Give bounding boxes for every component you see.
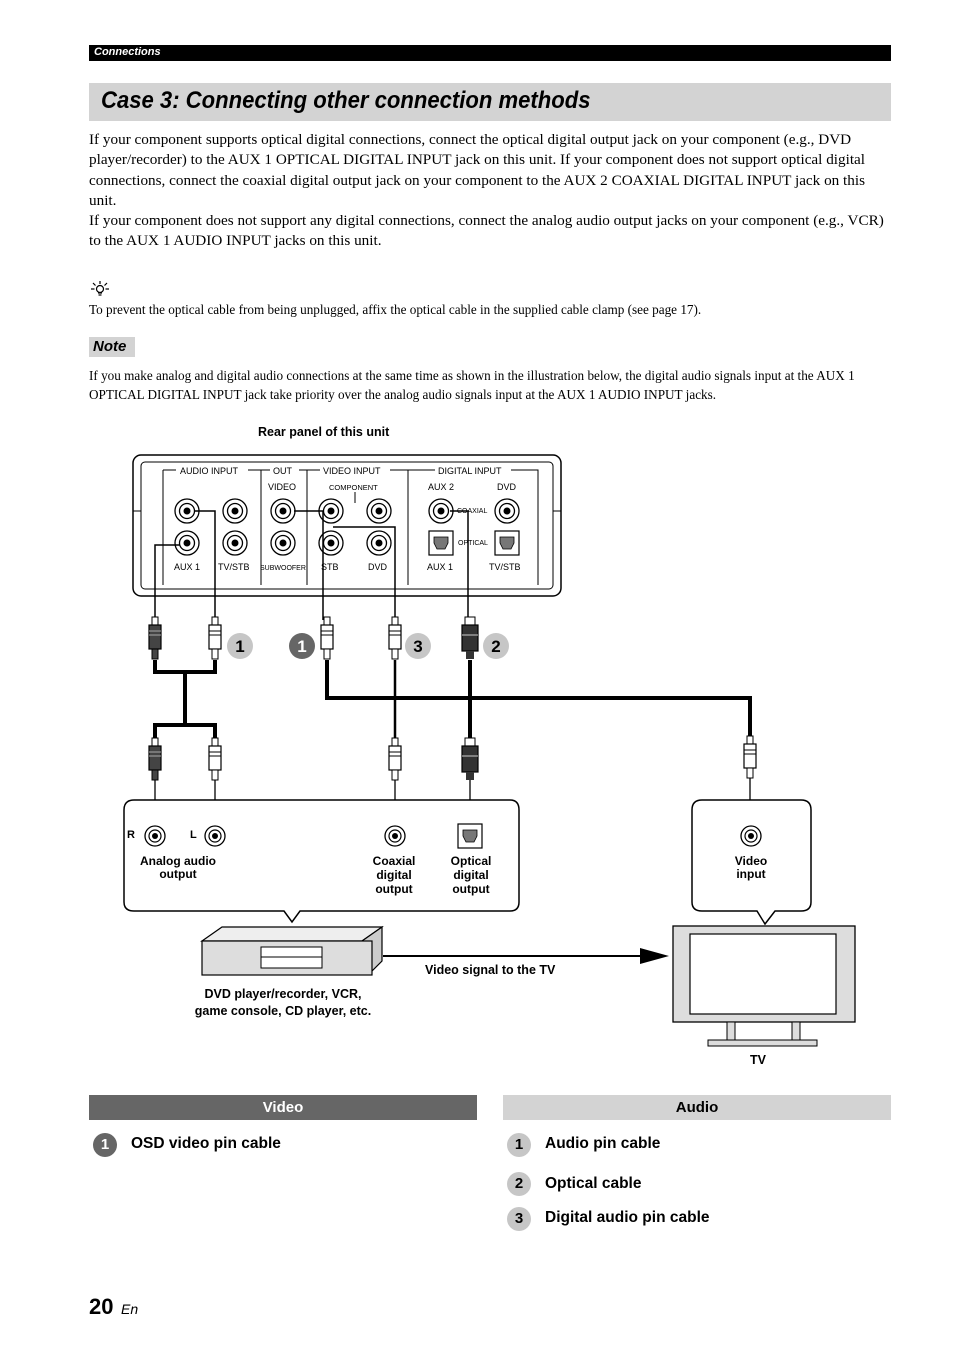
audio-item-2-number: 2 <box>507 1172 531 1196</box>
audio-plug-r-top <box>148 616 162 660</box>
intro-text: If your component supports optical digit… <box>89 130 895 252</box>
coaxial-plug-bottom <box>388 737 402 781</box>
source-caption-line-1: DVD player/recorder, VCR, <box>204 987 361 1001</box>
source-r-label: R <box>127 829 135 841</box>
jack-subwoofer <box>270 530 296 556</box>
panel-aux1-label: AUX 1 <box>174 562 200 572</box>
panel-component-label: COMPONENT <box>329 483 378 492</box>
panel-out-label: OUT <box>273 466 293 476</box>
panel-coaxial-label: COAXIAL <box>457 508 487 515</box>
panel-dvd-top-label: DVD <box>497 482 517 492</box>
source-analog-r-jack <box>144 825 166 847</box>
jack-optical-tvstb <box>494 530 520 556</box>
rear-panel: AUDIO INPUT OUT VIDEO VIDEO INPUT COMPON… <box>132 454 562 597</box>
audio-plug-l-bottom <box>208 737 222 781</box>
panel-connection-lines <box>154 510 469 620</box>
audio-plug-l-top <box>208 616 222 660</box>
panel-video-label: VIDEO <box>268 482 296 492</box>
tv-video-label-1: Video <box>735 854 767 868</box>
cables <box>153 660 752 740</box>
panel-audio-input-label: AUDIO INPUT <box>180 466 239 476</box>
source-caption-line-2: game console, CD player, etc. <box>195 1004 371 1018</box>
page-number: 20 <box>89 1294 114 1319</box>
panel-digital-input-label: DIGITAL INPUT <box>438 466 502 476</box>
cable-num-optical: 2 <box>491 637 500 656</box>
audio-item-3-number: 3 <box>507 1207 531 1231</box>
page-title: Case 3: Connecting other connection meth… <box>101 87 591 114</box>
jack-video-out <box>270 498 296 524</box>
source-optical-label-1: Optical <box>451 854 492 868</box>
note-text: If you make analog and digital audio con… <box>89 368 855 402</box>
panel-tvstb-label: TV/STB <box>218 562 250 572</box>
video-plug-top <box>320 616 334 660</box>
panel-optical-label: OPTICAL <box>458 540 488 547</box>
source-analog-label-1: Analog audio <box>140 854 216 868</box>
lightbulb-icon <box>91 281 109 296</box>
audio-item-1-number: 1 <box>507 1133 531 1157</box>
video-section-header: Video <box>89 1095 477 1120</box>
panel-tvstb-digital-label: TV/STB <box>489 562 521 572</box>
page-language: En <box>121 1301 139 1317</box>
page-title-box: Case 3: Connecting other connection meth… <box>89 83 891 121</box>
jack-audio-aux1 <box>174 530 200 556</box>
source-device <box>200 925 384 976</box>
video-signal-label: Video signal to the TV <box>425 963 556 977</box>
tv-video-label-2: input <box>736 867 765 881</box>
section-header-bar: Connections <box>89 45 891 61</box>
jack-audio-tvstb <box>222 530 248 556</box>
audio-section-header: Audio <box>503 1095 891 1120</box>
source-coaxial-label-2: digital <box>376 868 411 882</box>
source-analog-label-2: output <box>159 867 196 881</box>
jack-optical-aux1 <box>428 530 454 556</box>
source-analog-l-jack <box>204 825 226 847</box>
jack-coaxial-dvd <box>494 498 520 524</box>
cable-number-badges: 1 1 3 2 <box>227 633 509 659</box>
tip-text: To prevent the optical cable from being … <box>89 302 702 317</box>
panel-aux1-digital-label: AUX 1 <box>427 562 453 572</box>
audio-plug-r-bottom <box>148 737 162 781</box>
jack-video-dvd <box>366 530 392 556</box>
jack-coaxial-aux2 <box>428 498 454 524</box>
panel-subwoofer-label: SUBWOOFER <box>260 565 306 572</box>
cable-num-coaxial: 3 <box>413 637 422 656</box>
panel-stb-label: STB <box>321 562 339 572</box>
source-coaxial-label-1: Coaxial <box>373 854 416 868</box>
tv-video-input-jack <box>740 825 762 847</box>
panel-video-input-label: VIDEO INPUT <box>323 466 381 476</box>
source-coaxial-label-3: output <box>375 882 412 896</box>
source-optical-label-2: digital <box>453 868 488 882</box>
audio-item-1-label: Audio pin cable <box>545 1135 661 1152</box>
audio-item-2-label: Optical cable <box>545 1175 642 1192</box>
video-item-1-number: 1 <box>93 1133 117 1157</box>
optical-plug-top <box>461 616 479 660</box>
source-jacks-bubble: R L Analog audio output Coaxial digital … <box>123 799 520 924</box>
intro-paragraph-2: If your component does not support any d… <box>89 212 884 250</box>
video-item-1-label: OSD video pin cable <box>131 1135 281 1152</box>
note-label: Note <box>93 338 127 355</box>
panel-dvd-label: DVD <box>368 562 388 572</box>
panel-aux2-label: AUX 2 <box>428 482 454 492</box>
video-plug-bottom <box>743 735 757 779</box>
source-optical-jack <box>457 823 483 849</box>
cable-num-audio: 1 <box>235 637 244 656</box>
optical-plug-bottom <box>461 737 479 781</box>
intro-paragraph-1: If your component supports optical digit… <box>89 131 865 209</box>
source-optical-label-3: output <box>452 882 489 896</box>
source-l-label: L <box>190 829 197 841</box>
tv-jack-bubble: Video input <box>691 799 812 926</box>
jack-video-dvd-top <box>366 498 392 524</box>
tv-device <box>672 925 856 1047</box>
section-name: Connections <box>94 46 161 58</box>
video-signal-arrow <box>383 948 669 964</box>
rear-panel-caption: Rear panel of this unit <box>258 425 390 439</box>
tv-label: TV <box>750 1053 767 1067</box>
source-coaxial-jack <box>384 825 406 847</box>
cable-num-video: 1 <box>297 637 306 656</box>
coaxial-plug-top <box>388 616 402 660</box>
jack-audio-tvstb-top <box>222 498 248 524</box>
note-label-box: Note <box>89 337 135 357</box>
audio-item-3-label: Digital audio pin cable <box>545 1209 710 1226</box>
